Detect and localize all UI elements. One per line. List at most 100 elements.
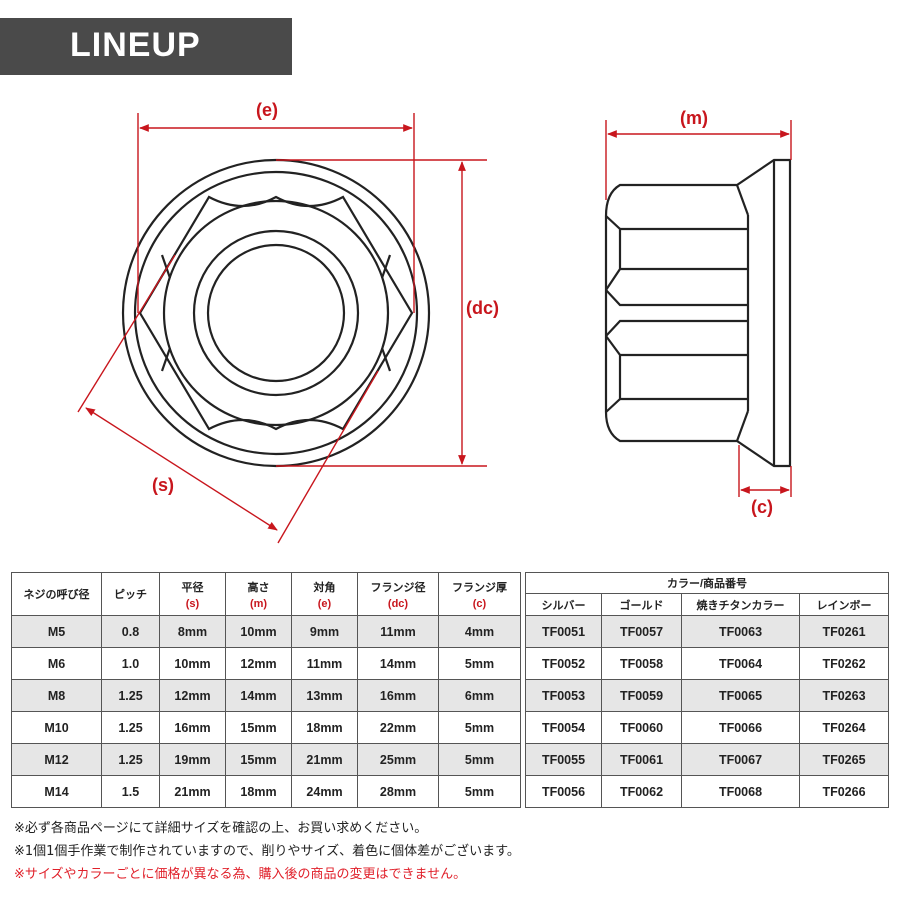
cell-s: 10mm xyxy=(159,647,226,680)
cell-s: 16mm xyxy=(159,711,226,744)
cell-thread: M14 xyxy=(11,775,102,808)
header-pitch: ピッチ xyxy=(101,572,160,616)
table-row: M12 1.25 19mm 15mm 21mm 25mm 5mm TF0055 … xyxy=(11,743,889,776)
cell-c: 5mm xyxy=(438,711,521,744)
cell-e: 18mm xyxy=(291,711,358,744)
cell-pitch: 1.25 xyxy=(101,679,160,712)
header-color-group: カラー/商品番号 xyxy=(525,572,889,594)
cell-dc: 25mm xyxy=(357,743,439,776)
table-row: M8 1.25 12mm 14mm 13mm 16mm 6mm TF0053 T… xyxy=(11,679,889,712)
cell-code-titanium: TF0064 xyxy=(681,647,800,680)
cell-c: 5mm xyxy=(438,647,521,680)
note-check-size: ※必ず各商品ページにて詳細サイズを確認の上、お買い求めください。 xyxy=(14,821,428,836)
cell-s: 19mm xyxy=(159,743,226,776)
cell-code-gold: TF0060 xyxy=(601,711,682,744)
header-color-silver: シルバー xyxy=(525,593,602,616)
cell-m: 15mm xyxy=(225,711,292,744)
cell-pitch: 0.8 xyxy=(101,615,160,648)
cell-s: 21mm xyxy=(159,775,226,808)
cell-c: 6mm xyxy=(438,679,521,712)
cell-code-titanium: TF0068 xyxy=(681,775,800,808)
s-dimension-line xyxy=(85,407,278,531)
side-view xyxy=(604,158,792,468)
cell-e: 21mm xyxy=(291,743,358,776)
cell-m: 14mm xyxy=(225,679,292,712)
header-color-rainbow: レインボー xyxy=(799,593,889,616)
header-s-code: (s) xyxy=(185,597,200,610)
cell-e: 9mm xyxy=(291,615,358,648)
cell-code-titanium: TF0067 xyxy=(681,743,800,776)
cell-dc: 22mm xyxy=(357,711,439,744)
cell-thread: M10 xyxy=(11,711,102,744)
flange-inner-circle xyxy=(133,170,419,456)
cell-code-rainbow: TF0262 xyxy=(799,647,889,680)
s-extension-left xyxy=(77,254,176,413)
cell-code-gold: TF0061 xyxy=(601,743,682,776)
s-extension-right xyxy=(277,370,379,544)
header-s: 平径 (s) xyxy=(159,572,226,616)
header-color-titanium: 焼きチタンカラー xyxy=(681,593,800,616)
header-m: 高さ (m) xyxy=(225,572,292,616)
hex-inner-circle xyxy=(162,199,390,427)
cell-c: 4mm xyxy=(438,615,521,648)
note-handmade: ※1個1個手作業で制作されていますので、削りやサイズ、着色に個体差がございます。 xyxy=(14,844,520,859)
e-label: (e) xyxy=(256,100,278,120)
cell-m: 18mm xyxy=(225,775,292,808)
cell-code-gold: TF0057 xyxy=(601,615,682,648)
cell-code-titanium: TF0066 xyxy=(681,711,800,744)
cell-pitch: 1.5 xyxy=(101,775,160,808)
header-c-name: フランジ厚 xyxy=(452,581,507,594)
cell-e: 13mm xyxy=(291,679,358,712)
cell-code-rainbow: TF0261 xyxy=(799,615,889,648)
header-m-code: (m) xyxy=(249,597,268,610)
header-thread: ネジの呼び径 xyxy=(11,572,102,616)
cell-dc: 16mm xyxy=(357,679,439,712)
cell-thread: M8 xyxy=(11,679,102,712)
header-e-code: (e) xyxy=(317,597,332,610)
cell-code-rainbow: TF0264 xyxy=(799,711,889,744)
cell-pitch: 1.25 xyxy=(101,711,160,744)
cell-m: 10mm xyxy=(225,615,292,648)
header-e-name: 対角 xyxy=(313,581,336,594)
header-c-code: (c) xyxy=(472,597,487,610)
s-label: (s) xyxy=(152,475,174,495)
side-nut-outline xyxy=(604,158,792,468)
notes: ※必ず各商品ページにて詳細サイズを確認の上、お買い求めください。 ※1個1個手作… xyxy=(14,817,520,886)
cell-code-titanium: TF0063 xyxy=(681,615,800,648)
cell-dc: 28mm xyxy=(357,775,439,808)
header-s-name: 平径 xyxy=(181,581,204,594)
lineup-title: LINEUP xyxy=(70,26,201,64)
dc-label: (dc) xyxy=(466,298,499,318)
cell-thread: M5 xyxy=(11,615,102,648)
cell-code-gold: TF0059 xyxy=(601,679,682,712)
table-row: M10 1.25 16mm 15mm 18mm 22mm 5mm TF0054 … xyxy=(11,711,889,744)
c-label: (c) xyxy=(751,497,773,517)
note-no-exchange: ※サイズやカラーごとに価格が異なる為、購入後の商品の変更はできません。 xyxy=(14,867,467,882)
front-dimensions xyxy=(77,113,487,544)
header-m-name: 高さ xyxy=(247,581,270,594)
cell-code-silver: TF0053 xyxy=(525,679,602,712)
spec-table: ネジの呼び径 ピッチ 平径 (s) 高さ (m) 対角 (e) フランジ径 (d… xyxy=(11,572,889,808)
header-dc-name: フランジ径 xyxy=(370,581,426,594)
cell-s: 8mm xyxy=(159,615,226,648)
cell-m: 12mm xyxy=(225,647,292,680)
cell-c: 5mm xyxy=(438,743,521,776)
cell-s: 12mm xyxy=(159,679,226,712)
header-color-gold: ゴールド xyxy=(601,593,682,616)
header-dc-code: (dc) xyxy=(387,597,409,610)
cell-code-silver: TF0054 xyxy=(525,711,602,744)
cell-pitch: 1.0 xyxy=(101,647,160,680)
header-c: フランジ厚 (c) xyxy=(438,572,521,616)
cell-code-gold: TF0062 xyxy=(601,775,682,808)
cell-code-rainbow: TF0265 xyxy=(799,743,889,776)
cell-m: 15mm xyxy=(225,743,292,776)
cell-thread: M6 xyxy=(11,647,102,680)
table-subheader-row: シルバー ゴールド 焼きチタンカラー レインボー xyxy=(12,593,889,616)
table-row: M5 0.8 8mm 10mm 9mm 11mm 4mm TF0051 TF00… xyxy=(11,615,889,648)
m-label: (m) xyxy=(680,108,708,128)
flange-outer-circle xyxy=(121,158,431,468)
front-view xyxy=(121,158,431,468)
cell-dc: 14mm xyxy=(357,647,439,680)
cell-code-silver: TF0055 xyxy=(525,743,602,776)
header-e: 対角 (e) xyxy=(291,572,358,616)
